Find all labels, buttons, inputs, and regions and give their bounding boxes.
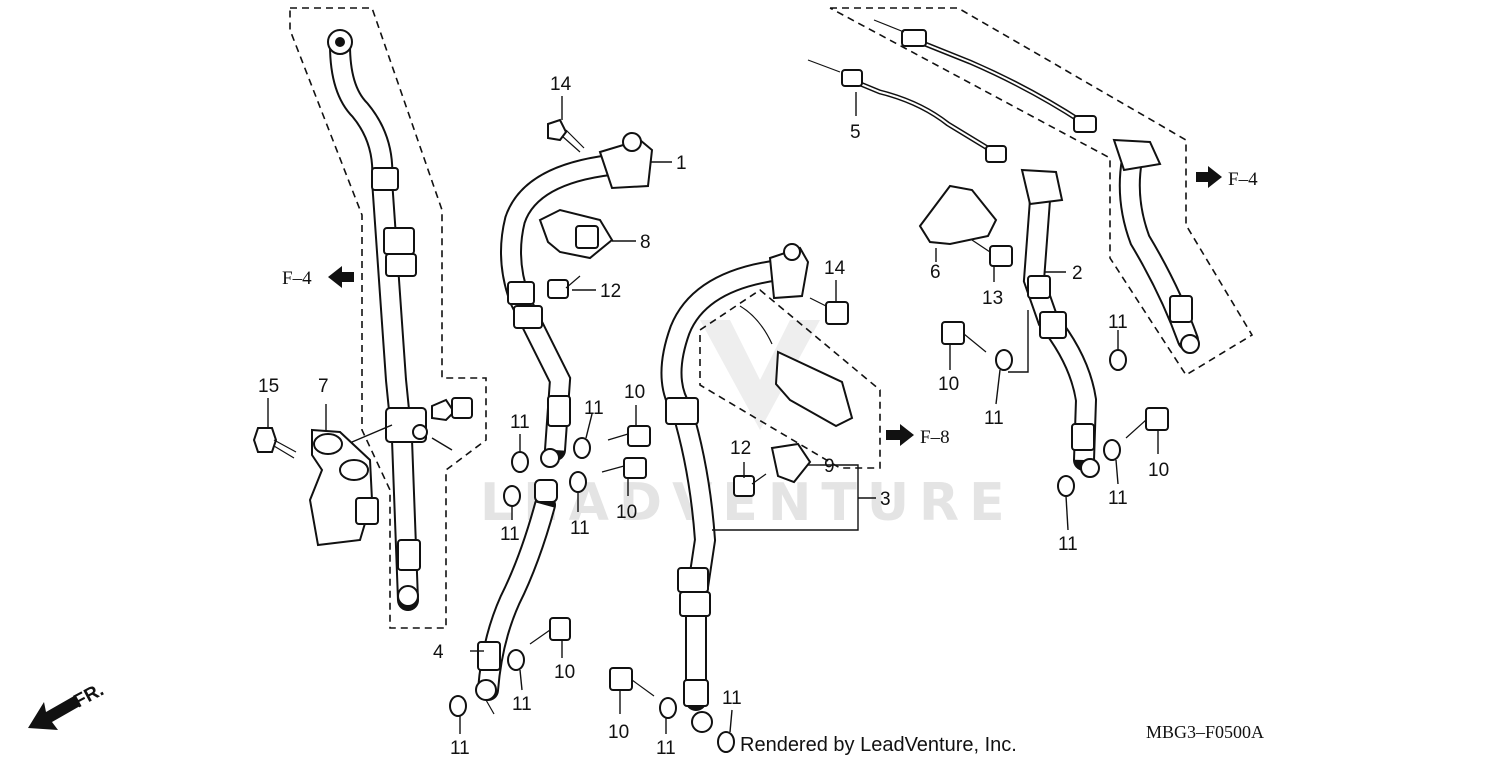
callout-11-c: 11 — [584, 398, 604, 419]
callout-12-b: 12 — [730, 438, 751, 459]
callout-15: 15 — [258, 376, 279, 397]
caliper-7 — [308, 428, 379, 547]
callout-13: 13 — [982, 288, 1003, 309]
callout-11-i: 11 — [984, 408, 1004, 429]
bolt-14-upper — [547, 118, 585, 153]
front-direction-arrow-icon — [28, 696, 80, 730]
bolt-10-b — [601, 457, 647, 479]
callout-11-e: 11 — [512, 694, 532, 715]
callout-11-k: 11 — [1108, 488, 1128, 509]
bolt-10-e — [941, 321, 987, 353]
callout-8: 8 — [640, 232, 651, 253]
bolt-10-f — [1125, 407, 1169, 439]
callout-10-a: 10 — [624, 382, 645, 403]
brake-hose-2 — [1020, 168, 1100, 478]
callout-1: 1 — [676, 153, 687, 174]
watermark-logo — [700, 320, 820, 430]
brake-hose-3 — [660, 243, 810, 733]
brake-pipe-upper — [873, 19, 1097, 133]
bolt-12-upper — [547, 275, 581, 299]
rendered-by-credit: Rendered by LeadVenture, Inc. — [740, 734, 1017, 756]
bolt-upper-left-group — [431, 397, 473, 422]
callout-11-a: 11 — [510, 412, 530, 433]
callout-10-f: 10 — [1148, 460, 1169, 481]
upper-right-pipe-group-outline — [829, 7, 1254, 377]
callout-10-d: 10 — [608, 722, 629, 743]
callout-14-a: 14 — [550, 74, 572, 95]
ref-f4-right: F–4 — [1228, 169, 1258, 190]
callout-3: 3 — [880, 489, 891, 510]
callout-10-e: 10 — [938, 374, 959, 395]
bolt-14-lower — [809, 297, 849, 325]
brake-hose-1 — [500, 132, 654, 468]
callout-2: 2 — [1072, 263, 1083, 284]
clip-9 — [770, 442, 812, 484]
callout-6: 6 — [930, 262, 941, 283]
bolt-10-a — [607, 425, 651, 447]
brake-hose-4 — [475, 479, 558, 715]
ref-f4-left: F–4 — [282, 268, 312, 289]
callout-11-g: 11 — [656, 738, 676, 759]
callout-11-f: 11 — [450, 738, 470, 759]
callout-11-l: 11 — [1058, 534, 1078, 555]
bolt-13 — [971, 239, 1013, 267]
diagram-code: MBG3–F0500A — [1146, 722, 1264, 742]
callout-14-b: 14 — [824, 258, 846, 279]
bracket-6 — [918, 184, 998, 246]
bolt-15-left — [252, 427, 297, 459]
bolt-10-d — [609, 667, 655, 697]
right-brake-hose — [1112, 138, 1200, 354]
callout-11-d: 11 — [570, 518, 590, 539]
callout-11-b: 11 — [500, 524, 520, 545]
callout-10-b: 10 — [616, 502, 637, 523]
washers-11 — [449, 349, 1127, 753]
left-hose-group-outline — [289, 7, 487, 629]
callout-11-j: 11 — [1108, 312, 1128, 333]
ref-f8: F–8 — [920, 427, 950, 448]
ref-arrow-f4-right — [1196, 166, 1222, 188]
bracket-group-outline — [699, 289, 881, 469]
callout-7: 7 — [318, 376, 329, 397]
leader-lines — [267, 92, 1159, 734]
ref-arrow-f8 — [886, 424, 914, 446]
callout-4: 4 — [433, 642, 444, 663]
callout-9: 9 — [824, 456, 835, 477]
callout-5: 5 — [850, 122, 861, 143]
callout-11-h: 11 — [722, 688, 742, 709]
ref-arrow-f4-left — [328, 266, 354, 288]
callout-12-a: 12 — [600, 281, 621, 302]
bracket-3 — [739, 305, 854, 428]
brake-pipe-5 — [807, 59, 1007, 163]
callout-10-c: 10 — [554, 662, 575, 683]
clamp-8 — [538, 208, 614, 260]
bolt-10-c — [529, 617, 571, 645]
left-brake-hose — [327, 29, 453, 611]
